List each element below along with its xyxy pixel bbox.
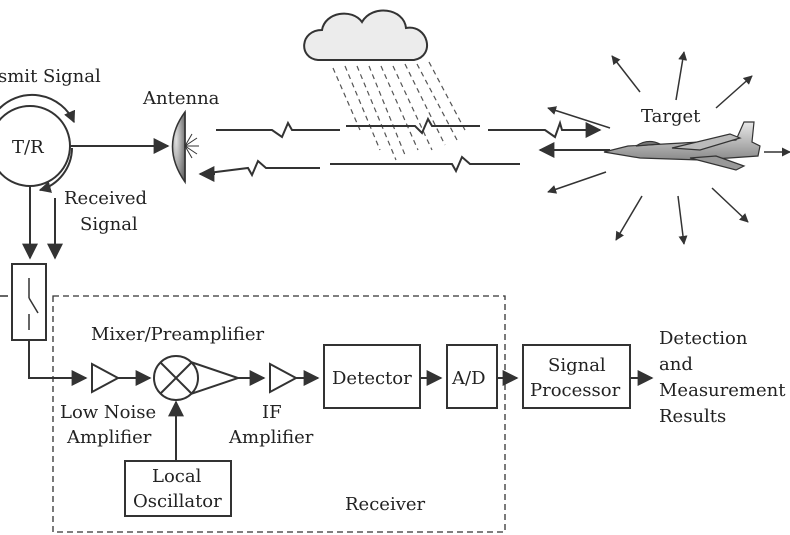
lna-label-line1: Low Noise [60, 402, 156, 423]
mixer-label: Mixer/Preamplifier [91, 324, 265, 345]
switch-to-lna-line [28, 340, 88, 386]
received-signal-label-line2: Signal [80, 214, 138, 235]
antenna-label: Antenna [142, 88, 220, 109]
receiver-label: Receiver [345, 494, 426, 515]
tr-label: T/R [12, 137, 44, 158]
if-amplifier-label-line1: IF [262, 402, 282, 423]
low-noise-amplifier-triangle [91, 362, 121, 394]
signal-processor-label-line2: Processor [530, 380, 621, 401]
if-amplifier-label-line2: Amplifier [228, 427, 314, 448]
transmit-signal-label: smit Signal [0, 66, 101, 87]
mixer-preamplifier [153, 355, 242, 401]
results-label-line1: Detection [659, 328, 748, 349]
local-oscillator-label-line2: Oscillator [133, 491, 222, 512]
rain-cloud [303, 9, 428, 61]
signal-processor-label-line1: Signal [548, 355, 606, 376]
receive-arc-arrow [38, 147, 73, 193]
target-label: Target [641, 106, 701, 127]
detector-label: Detector [332, 368, 412, 389]
rain-streaks [332, 61, 467, 161]
receiver-box [52, 295, 506, 533]
antenna-dish [171, 109, 199, 185]
ad-converter-box [446, 344, 498, 409]
switch-box [0, 263, 47, 341]
detector-box [323, 344, 421, 409]
jet-target [603, 121, 761, 171]
scatter-arrows [547, 51, 790, 245]
lna-label-line2: Amplifier [66, 427, 152, 448]
ad-label: A/D [451, 368, 486, 389]
outgoing-wave-arrow [216, 119, 600, 137]
local-oscillator-label-line1: Local [152, 466, 202, 487]
tr-switch-circle: T/R [0, 105, 71, 187]
transmit-arc-arrow [0, 93, 76, 124]
if-amplifier-triangle [269, 362, 299, 394]
local-oscillator-box [124, 460, 232, 517]
received-signal-label-line1: Received [64, 188, 147, 209]
signal-processor-box [522, 344, 631, 409]
results-label-line3: Measurement [659, 380, 786, 401]
results-label-line4: Results [659, 406, 726, 427]
results-label-line2: and [659, 354, 693, 375]
